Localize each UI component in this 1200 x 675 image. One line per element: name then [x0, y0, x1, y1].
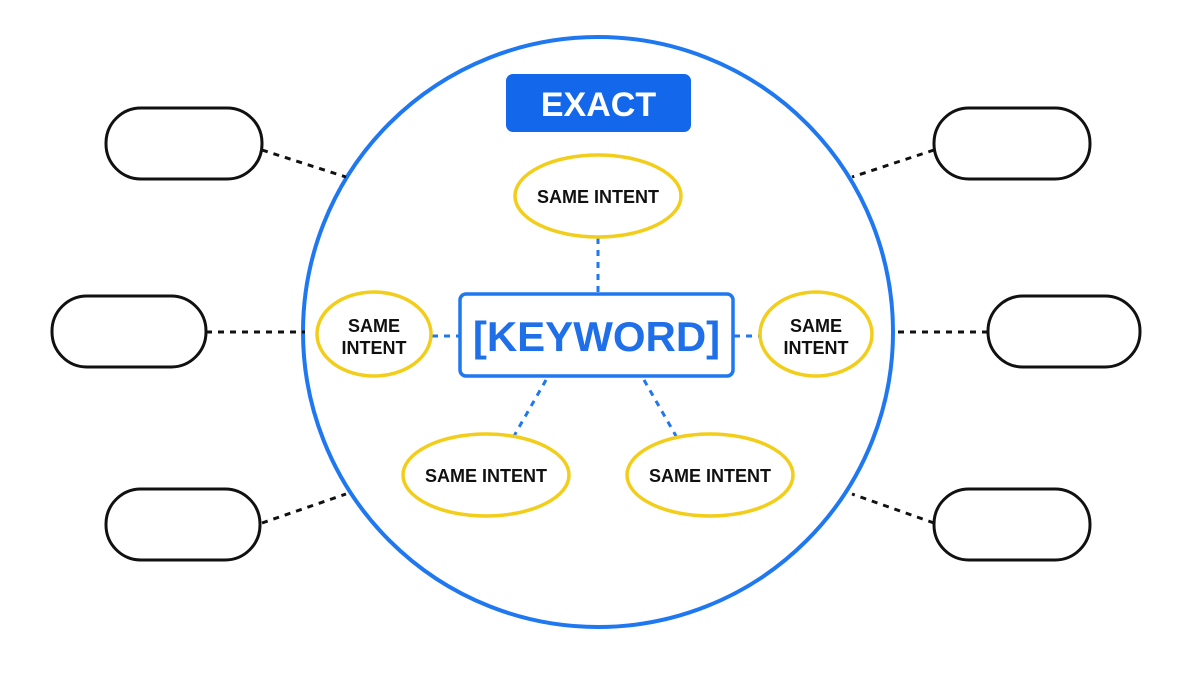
outer-boxes	[50, 106, 1142, 562]
keyword-box	[458, 292, 735, 378]
intent-bubbles: SAME INTENT SAME INTENT SAME INTENT SAME…	[315, 153, 874, 518]
outer-box-left-bottom	[104, 487, 262, 562]
intent-bubble-bottom-right-label: SAME INTENT	[649, 466, 771, 486]
outer-box-left-middle	[50, 294, 208, 369]
intent-bubble-left-label-line1: SAME	[348, 316, 400, 336]
exact-badge-label: EXACT	[541, 86, 656, 124]
intent-bubble-left-label-line2: INTENT	[342, 338, 407, 358]
outer-box-right-bottom	[932, 487, 1092, 562]
intent-bubble-left	[315, 290, 433, 378]
intent-connector-bottom-right	[642, 379, 678, 437]
intent-bubble-top-label: SAME INTENT	[537, 187, 659, 207]
connector-right-bottom	[851, 492, 935, 525]
intent-bubble-top	[513, 153, 683, 239]
outer-box-right-top	[932, 106, 1092, 181]
intent-bubble-right-label-line2: INTENT	[784, 338, 849, 358]
intent-bubble-right-label-line1: SAME	[790, 316, 842, 336]
intent-connector-bottom-left	[512, 379, 548, 437]
intent-bubble-bottom-left-label: SAME INTENT	[425, 466, 547, 486]
connector-left-top	[261, 148, 347, 179]
keyword-label: [KEYWORD]	[473, 313, 720, 360]
outer-connectors	[206, 148, 988, 525]
connector-right-top	[851, 148, 935, 179]
intent-bubble-bottom-left	[401, 432, 571, 518]
outer-box-left-top	[104, 106, 264, 181]
intent-bubble-right	[758, 290, 874, 378]
intent-bubble-bottom-right	[625, 432, 795, 518]
outer-box-right-middle	[986, 294, 1142, 369]
exact-badge	[506, 74, 691, 132]
connector-left-bottom	[261, 492, 347, 525]
